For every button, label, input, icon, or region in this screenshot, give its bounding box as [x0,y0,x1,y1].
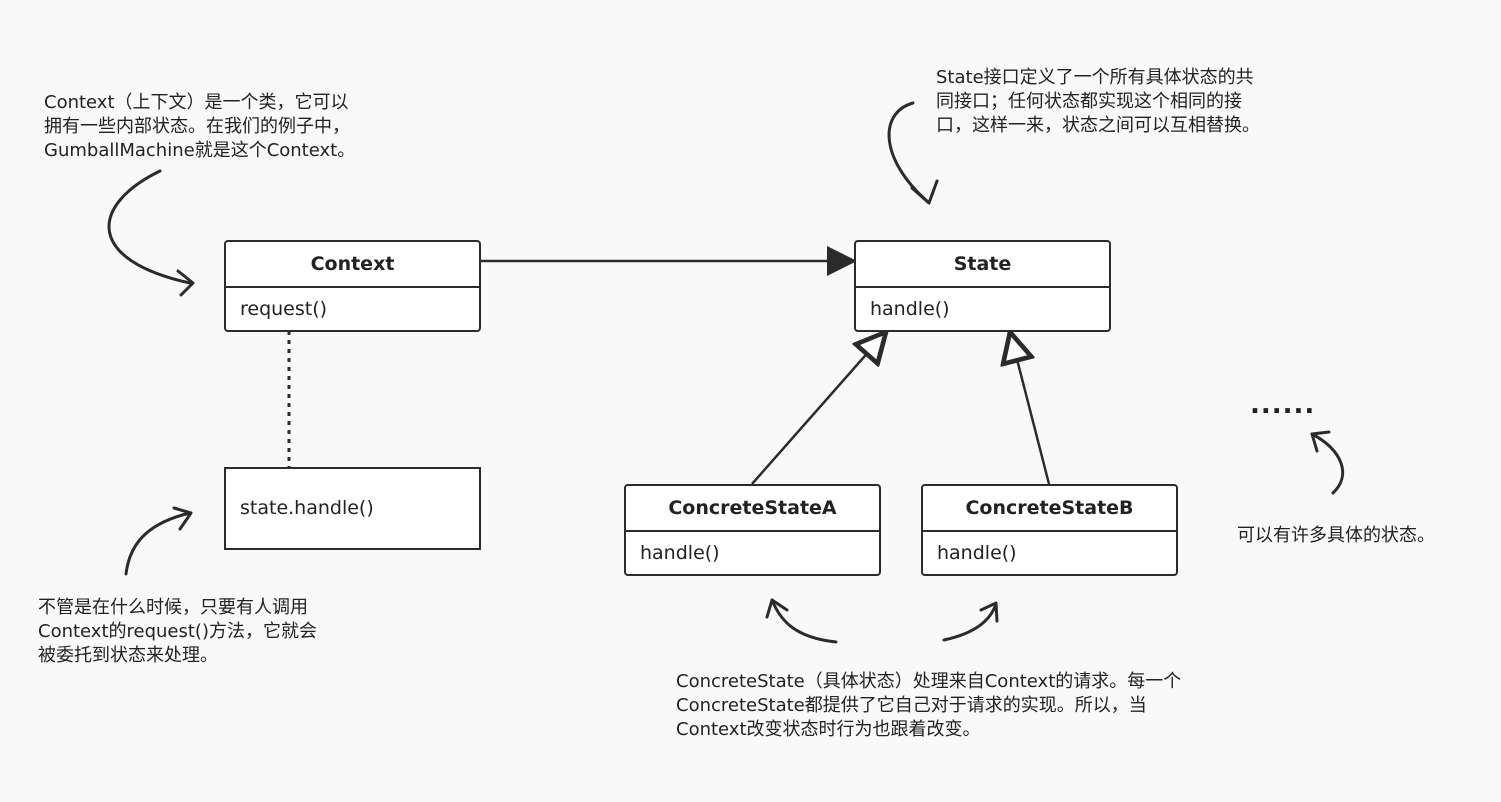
state-interface-name: State [856,242,1109,288]
concrete-state-b-method: handle() [937,542,1017,564]
concrete-state-b-name: ConcreteStateB [923,486,1176,532]
concrete-state-a-name: ConcreteStateA [626,486,879,532]
concrete-note-arrow-left [770,598,838,644]
concrete-state-a-method: handle() [640,542,720,564]
context-class: Context request() [224,240,481,332]
inheritance-b-state [1010,332,1051,485]
request-note-arrowhead [172,506,193,531]
concrete-note-arrowhead-left [765,598,789,619]
state-handle-method: handle() [870,298,950,320]
request-note-arrow [124,511,192,576]
context-request-method: request() [240,298,328,320]
many-states-arrow [1310,432,1345,495]
concrete-state-a-class: ConcreteStateA handle() [624,484,881,576]
context-note: Context（上下文）是一个类，它可以 拥有一些内部状态。在我们的例子中， G… [44,92,356,161]
state-note-arrowhead [910,179,939,205]
state-note-arrow [887,101,930,204]
more-states-ellipsis: ...... [1250,390,1316,420]
state-interface: State handle() [854,240,1111,332]
concrete-state-b-class: ConcreteStateB handle() [921,484,1178,576]
inheritance-a-state [751,332,886,485]
delegation-note-box: state.handle() [224,467,481,550]
context-note-arrow [107,169,192,285]
request-note: 不管是在什么时候，只要有人调用 Context的request()方法，它就会 … [38,597,317,666]
many-states-note: 可以有许多具体的状态。 [1237,525,1435,546]
context-note-arrowhead [176,269,195,297]
state-note: State接口定义了一个所有具体状态的共 同接口；任何状态都实现这个相同的接 口… [936,67,1260,136]
concrete-note-arrowhead-right [979,601,999,623]
many-states-arrowhead [1310,430,1331,453]
context-class-name: Context [226,242,479,288]
concrete-note-arrow-right [942,602,998,642]
concrete-state-note: ConcreteState（具体状态）处理来自Context的请求。每一个 Co… [676,671,1182,740]
